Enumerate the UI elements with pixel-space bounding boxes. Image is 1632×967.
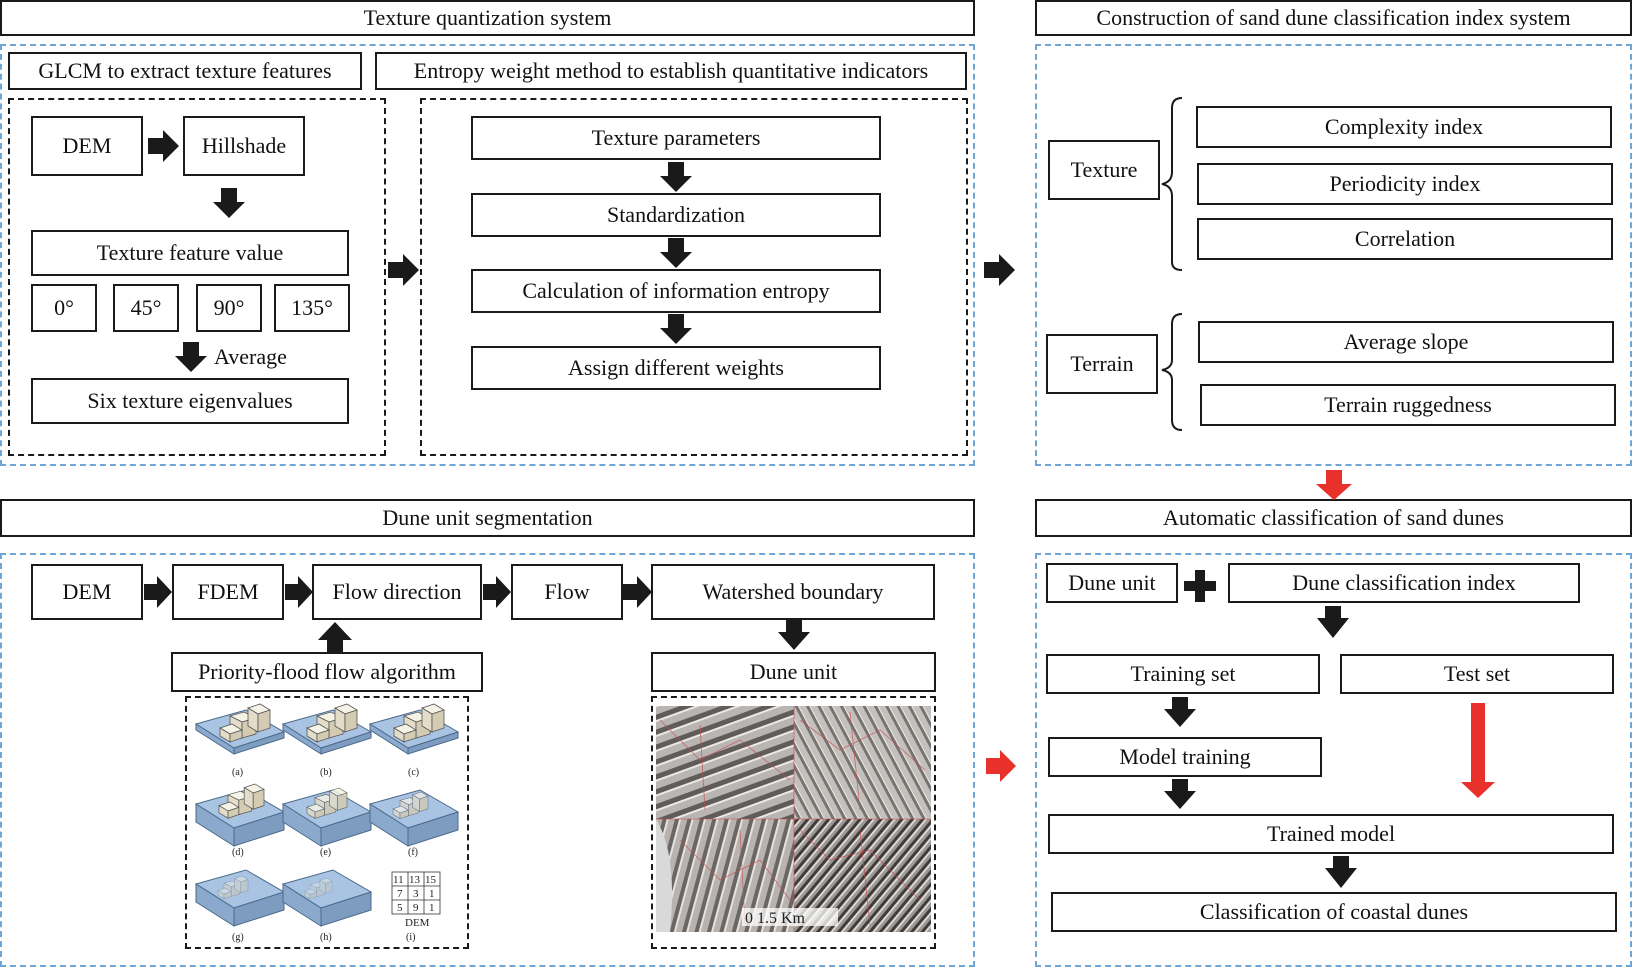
test-set-box: Test set: [1340, 654, 1614, 694]
complexity-index-box: Complexity index: [1196, 106, 1612, 148]
assign-weights-box: Assign different weights: [471, 346, 881, 390]
red-arrow-index-classification: [1316, 470, 1352, 500]
information-entropy-box: Calculation of information entropy: [471, 269, 881, 313]
texture-quantization-panel: [0, 44, 975, 466]
six-texture-eigenvalues-box: Six texture eigenvalues: [31, 378, 349, 424]
trained-model-box: Trained model: [1048, 814, 1614, 854]
average-slope-box: Average slope: [1198, 321, 1614, 363]
model-training-box: Model training: [1048, 737, 1322, 777]
angle-45-box: 45°: [113, 284, 179, 332]
flow-box: Flow: [511, 564, 623, 620]
glcm-panel: [8, 98, 386, 456]
dune-map-frame: [651, 696, 936, 949]
index-system-panel: [1035, 44, 1632, 466]
texture-category-box: Texture: [1048, 140, 1160, 200]
dune-classification-index-box: Dune classification index: [1228, 563, 1580, 603]
angle-135-box: 135°: [274, 284, 350, 332]
priority-flood-figure-frame: [185, 696, 469, 949]
flow-direction-box: Flow direction: [312, 564, 482, 620]
glcm-dem-box: DEM: [31, 116, 143, 176]
seg-dem-box: DEM: [31, 564, 143, 620]
entropy-panel: [420, 98, 968, 456]
segmentation-title: Dune unit segmentation: [0, 499, 975, 537]
priority-flood-box: Priority-flood flow algorithm: [171, 652, 483, 692]
arrow-texture-index: [984, 254, 1015, 286]
glcm-title: GLCM to extract texture features: [8, 52, 362, 90]
angle-90-box: 90°: [196, 284, 262, 332]
red-arrow-segmentation-classification: [986, 750, 1016, 782]
watershed-boundary-box: Watershed boundary: [651, 564, 935, 620]
classification-panel: [1035, 553, 1632, 967]
coastal-dunes-box: Classification of coastal dunes: [1051, 892, 1617, 932]
standardization-box: Standardization: [471, 193, 881, 237]
class-dune-unit-box: Dune unit: [1046, 563, 1178, 603]
entropy-title: Entropy weight method to establish quant…: [375, 52, 967, 90]
classification-title: Automatic classification of sand dunes: [1035, 499, 1632, 537]
texture-feature-value-box: Texture feature value: [31, 230, 349, 276]
texture-parameters-box: Texture parameters: [471, 116, 881, 160]
hillshade-box: Hillshade: [183, 116, 305, 176]
index-system-title: Construction of sand dune classification…: [1035, 0, 1632, 36]
dune-unit-box: Dune unit: [651, 652, 936, 692]
periodicity-index-box: Periodicity index: [1197, 163, 1613, 205]
average-label: Average: [214, 344, 287, 369]
angle-0-box: 0°: [31, 284, 97, 332]
terrain-ruggedness-box: Terrain ruggedness: [1200, 384, 1616, 426]
terrain-category-box: Terrain: [1046, 334, 1158, 394]
segmentation-panel: [0, 553, 975, 967]
correlation-box: Correlation: [1197, 218, 1613, 260]
fdem-box: FDEM: [172, 564, 284, 620]
texture-quantization-title: Texture quantization system: [0, 0, 975, 36]
training-set-box: Training set: [1046, 654, 1320, 694]
